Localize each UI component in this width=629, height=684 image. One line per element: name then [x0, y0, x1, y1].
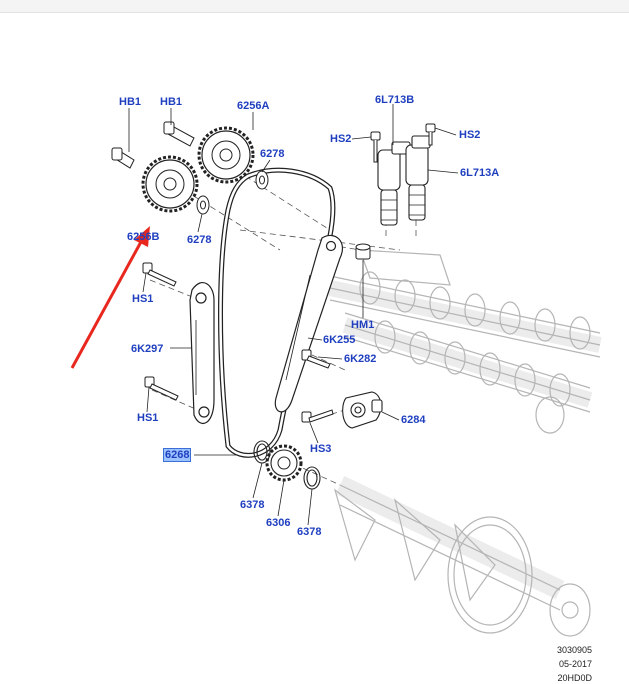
bolt-hs2-left [370, 131, 381, 163]
label-6l713b: 6L713B [375, 94, 415, 106]
crankshaft-ghost [333, 475, 591, 637]
o-ring-6378-right [303, 466, 321, 490]
label-6378-left: 6378 [240, 499, 265, 511]
label-hb1-right: HB1 [160, 96, 183, 108]
sprocket-6256b [141, 155, 199, 213]
chain-guide-left [189, 282, 215, 425]
label-6l713a: 6L713A [460, 167, 500, 179]
tensioner-arm-right [274, 234, 343, 413]
label-hm1: HM1 [351, 319, 375, 331]
label-hb1-left: HB1 [119, 96, 142, 108]
footer-ref: 20HD0D [557, 673, 592, 683]
top-bar [0, 0, 629, 13]
label-hs2-right: HS2 [459, 129, 481, 141]
bolt-hb1-left [111, 147, 135, 169]
red-pointer-arrow [70, 226, 150, 369]
label-6k255: 6K255 [323, 334, 356, 346]
label-6278-lower: 6278 [187, 234, 212, 246]
footer-code: 3030905 [556, 645, 592, 655]
washer-6278-a [255, 170, 269, 190]
label-6278-upper: 6278 [260, 148, 285, 160]
label-6256a: 6256A [237, 100, 270, 112]
bolt-hs3 [301, 409, 334, 423]
label-6284: 6284 [401, 414, 426, 426]
crank-sprocket-6306 [265, 444, 303, 482]
tensioner-6284 [342, 391, 383, 429]
label-hs3: HS3 [310, 443, 332, 455]
footer-date: 05-2017 [558, 659, 592, 669]
label-6256b: 6256B [127, 231, 160, 243]
camshaft-ghost [328, 249, 602, 434]
timing-chain [218, 167, 336, 458]
washer-6278-b [196, 195, 210, 215]
solenoid-6l713a [405, 135, 431, 221]
label-6306: 6306 [266, 517, 291, 529]
label-6k282: 6K282 [344, 353, 377, 365]
label-6378-right: 6378 [297, 526, 322, 538]
label-hs1-lower: HS1 [137, 412, 159, 424]
bolt-6k282 [301, 349, 331, 369]
sprocket-6256a [197, 126, 255, 184]
leader-lines [128, 104, 459, 526]
pin-hm1 [355, 243, 371, 260]
bolt-hs1-upper [142, 262, 177, 287]
label-6268-highlighted: 6268 [162, 448, 192, 462]
label-hs2-left: HS2 [330, 133, 352, 145]
label-6k297: 6K297 [131, 343, 164, 355]
bolt-hs1-lower [144, 376, 179, 401]
solenoid-6l713b [377, 141, 411, 226]
label-hs1-upper: HS1 [132, 293, 154, 305]
bolt-hb1-right [163, 121, 195, 147]
